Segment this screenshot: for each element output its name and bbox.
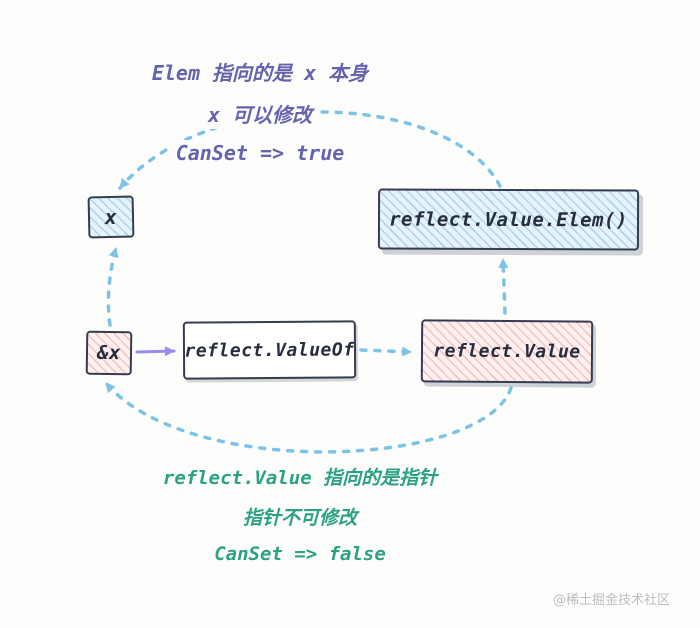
bottom-note-line-2: 指针不可修改	[115, 502, 485, 531]
arrow-addrx-to-x	[106, 246, 119, 327]
node-reflect-value-label: reflect.Value	[433, 340, 581, 363]
watermark: @稀土掘金技术社区	[552, 593, 670, 608]
top-note-line-1: Elem 指向的是 x 本身	[85, 56, 435, 87]
node-reflect-value: reflect.Value	[420, 319, 594, 384]
bottom-note-line-1-text: reflect.Value 指向的是指针	[155, 462, 445, 491]
arrow-value-to-elem	[498, 257, 509, 315]
top-note-line-3: CanSet => true	[85, 140, 435, 166]
bottom-note-line-1: reflect.Value 指向的是指针	[115, 462, 485, 491]
node-reflect-valueof-label: reflect.ValueOf	[184, 338, 355, 362]
top-note-line-2: x 可以修改	[85, 98, 435, 129]
node-reflect-valueof: reflect.ValueOf	[182, 320, 357, 380]
top-note-line-1-text: Elem 指向的是 x 本身	[144, 56, 376, 87]
node-x: x	[87, 195, 135, 239]
node-addr-x-label: &x	[96, 341, 122, 365]
node-reflect-value-elem-label: reflect.Value.Elem()	[389, 208, 628, 231]
bottom-note: reflect.Value 指向的是指针 指针不可修改 CanSet => fa…	[115, 462, 485, 577]
node-addr-x: &x	[85, 330, 133, 376]
bottom-note-line-3-text: CanSet => false	[207, 542, 393, 566]
top-note-line-3-text: CanSet => true	[168, 140, 352, 166]
node-reflect-value-elem: reflect.Value.Elem()	[377, 188, 640, 251]
arrow-elem-to-x	[118, 110, 502, 190]
arrow-value-to-addrx	[104, 381, 513, 454]
arrow-valueof-to-value	[359, 346, 413, 357]
top-note: Elem 指向的是 x 本身 x 可以修改 CanSet => true	[85, 56, 435, 177]
bottom-note-line-3: CanSet => false	[115, 542, 485, 566]
top-note-line-2-text: x 可以修改	[200, 98, 320, 129]
bottom-note-line-2-text: 指针不可修改	[235, 502, 364, 531]
node-x-label: x	[104, 204, 118, 230]
arrow-addrx-to-valueof	[135, 346, 176, 357]
